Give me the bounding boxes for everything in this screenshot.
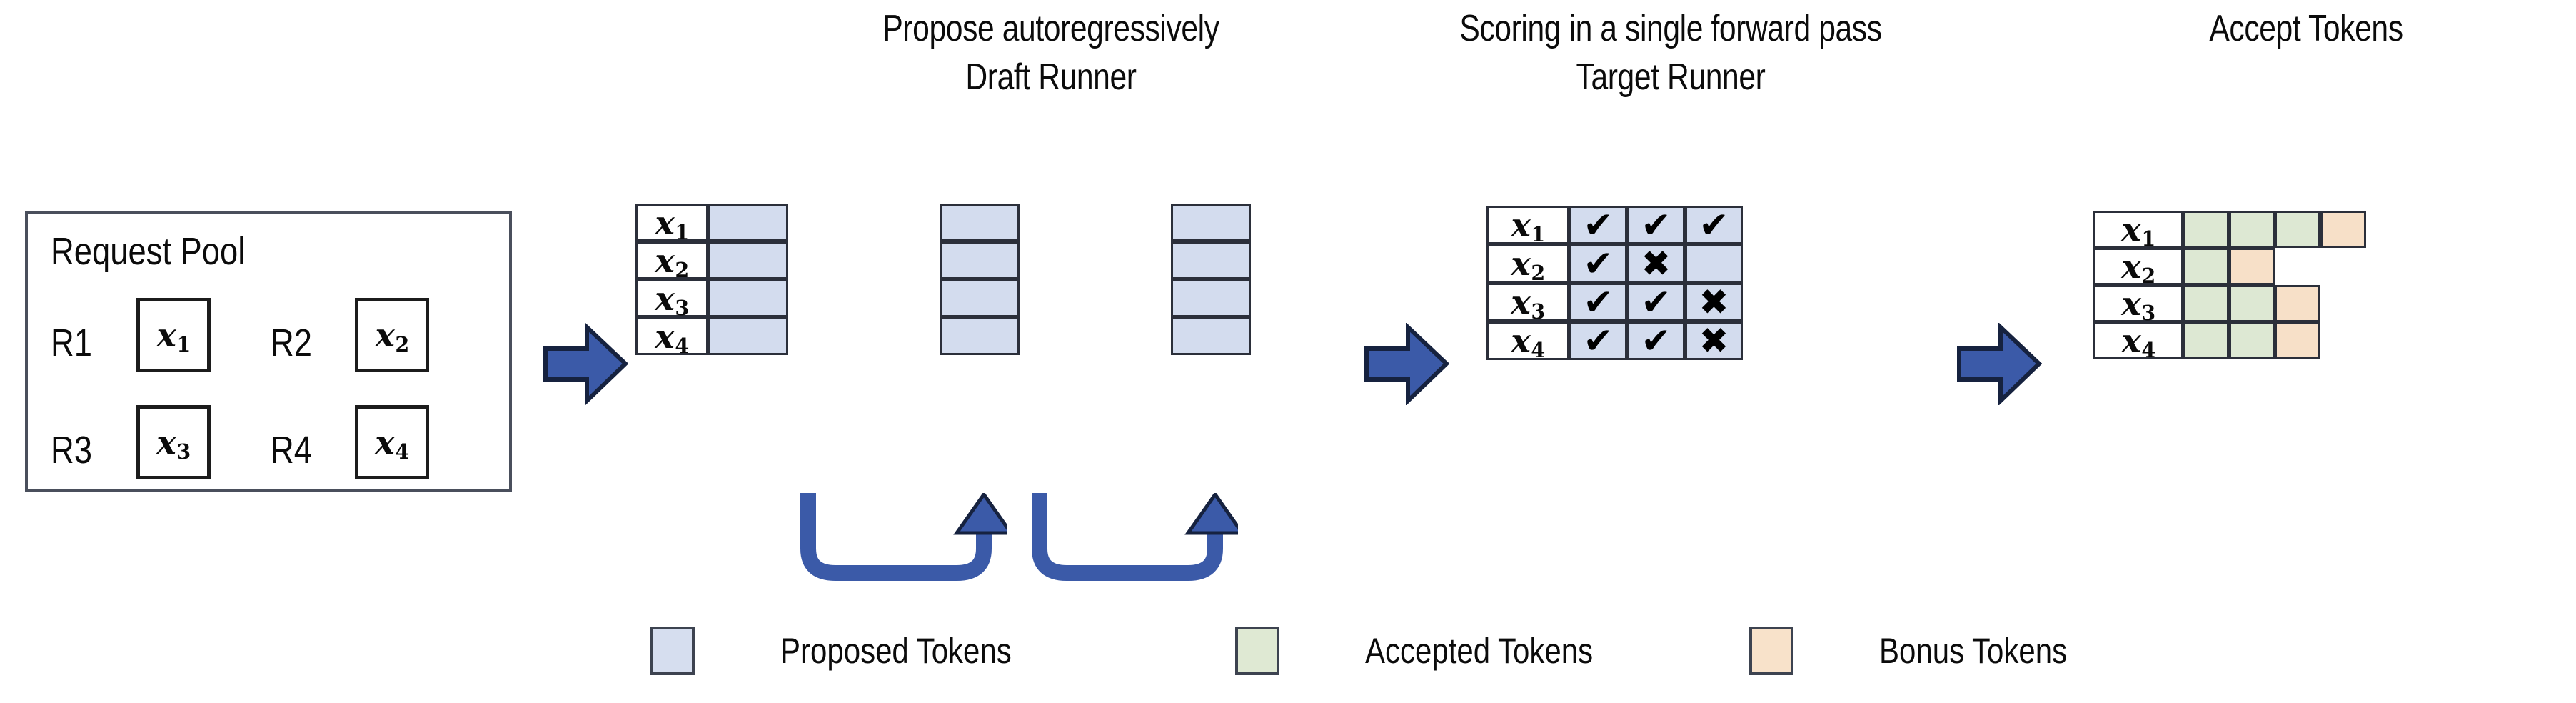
- token-symbol: x1: [2121, 210, 2156, 251]
- target-cell-r2-c1: [1569, 244, 1627, 283]
- draft-cell-s3-r4: [1171, 317, 1251, 355]
- target-row-label-4: x4: [1486, 321, 1569, 363]
- token-symbol: x4: [655, 316, 690, 358]
- draft-row-label-3: x3: [635, 279, 708, 320]
- heading-propose-autoregressively: Propose autoregressively: [882, 8, 1219, 49]
- loop-arrow-step2-to-step3: [1032, 493, 1238, 581]
- request-token-box-r3: x3: [136, 405, 211, 479]
- token-symbol: x4: [1511, 321, 1546, 363]
- flow-arrow-target-to-accept: [1957, 323, 2042, 405]
- flow-arrow-pool-to-draft: [543, 323, 628, 405]
- target-row-label-3: x3: [1486, 283, 1569, 324]
- accept-row-label-4: x4: [2093, 321, 2183, 363]
- legend-item-proposed: Proposed Tokens: [650, 627, 1055, 675]
- draft-cell-s1-r4: [708, 317, 788, 355]
- token-symbol: x4: [375, 423, 410, 464]
- accept-cell-r1-c3: [2275, 211, 2320, 248]
- token-symbol: x4: [2121, 321, 2156, 363]
- accept-cell-r4-c3: [2275, 322, 2320, 359]
- token-symbol: x1: [156, 316, 191, 357]
- draft-cell-s3-r1: [1171, 204, 1251, 241]
- target-cell-r1-c2: [1627, 206, 1685, 244]
- target-row-label-2: x2: [1486, 244, 1569, 286]
- legend-item-accepted: Accepted Tokens: [1235, 627, 1636, 675]
- draft-cell-s1-r2: [708, 241, 788, 279]
- token-symbol: x3: [1511, 283, 1546, 324]
- draft-row-label-2: x2: [635, 241, 708, 282]
- legend: Proposed Tokens Accepted Tokens Bonus To…: [0, 611, 2576, 697]
- accept-row-label-1: x1: [2093, 210, 2183, 251]
- request-pool-panel: Request Pool R1 x1 R2 x2 R3 x3 R4 x4: [25, 211, 512, 492]
- heading-accept-tokens: Accept Tokens: [2209, 8, 2403, 49]
- target-cell-r2-c3: [1685, 244, 1743, 283]
- request-token-box-r4: x4: [355, 405, 429, 479]
- request-label-r4: R4: [271, 429, 312, 472]
- token-symbol: x3: [2121, 284, 2156, 326]
- token-symbol: x2: [2121, 247, 2156, 289]
- heading-target-runner: Target Runner: [1576, 56, 1766, 98]
- request-label-r3: R3: [51, 429, 92, 472]
- request-pool-title: Request Pool: [51, 230, 246, 273]
- accept-cell-r3-c2: [2229, 285, 2275, 322]
- accept-cell-r4-c1: [2183, 322, 2229, 359]
- draft-row-label-1: x1: [635, 203, 708, 244]
- heading-scoring-single-forward-pass: Scoring in a single forward pass: [1459, 8, 1882, 49]
- target-cell-r1-c1: [1569, 206, 1627, 244]
- draft-cell-s2-r2: [940, 241, 1020, 279]
- request-label-r2: R2: [271, 321, 312, 364]
- draft-cell-s3-r3: [1171, 279, 1251, 317]
- request-label-r1: R1: [51, 321, 92, 364]
- legend-label-proposed: Proposed Tokens: [780, 631, 1012, 671]
- accept-cell-r4-c2: [2229, 322, 2275, 359]
- target-cell-r4-c2: [1627, 321, 1685, 360]
- legend-label-accepted: Accepted Tokens: [1365, 631, 1594, 671]
- token-symbol: x2: [1511, 244, 1546, 286]
- token-symbol: x3: [156, 423, 191, 464]
- legend-swatch-bonus-icon: [1749, 627, 1793, 675]
- accept-cell-r3-c3: [2275, 285, 2320, 322]
- token-symbol: x1: [1511, 206, 1546, 247]
- request-token-box-r1: x1: [136, 298, 211, 372]
- target-cell-r3-c3: [1685, 283, 1743, 321]
- draft-cell-s2-r1: [940, 204, 1020, 241]
- token-symbol: x1: [655, 203, 690, 244]
- request-token-box-r2: x2: [355, 298, 429, 372]
- accept-cell-r1-c4: [2320, 211, 2366, 248]
- accept-cell-r2-c2: [2229, 248, 2275, 285]
- draft-cell-s1-r1: [708, 204, 788, 241]
- heading-draft-runner: Draft Runner: [965, 56, 1137, 98]
- token-symbol: x2: [375, 316, 410, 357]
- flow-arrow-draft-to-target: [1364, 323, 1449, 405]
- accept-cell-r1-c1: [2183, 211, 2229, 248]
- draft-row-label-4: x4: [635, 316, 708, 358]
- accept-cell-r1-c2: [2229, 211, 2275, 248]
- legend-swatch-accepted-icon: [1235, 627, 1279, 675]
- legend-item-bonus: Bonus Tokens: [1749, 627, 2103, 675]
- draft-cell-s3-r2: [1171, 241, 1251, 279]
- token-symbol: x2: [655, 241, 690, 282]
- accept-row-label-2: x2: [2093, 247, 2183, 289]
- accept-row-label-3: x3: [2093, 284, 2183, 326]
- target-cell-r2-c2: [1627, 244, 1685, 283]
- target-cell-r4-c3: [1685, 321, 1743, 360]
- draft-cell-s2-r4: [940, 317, 1020, 355]
- token-symbol: x3: [655, 279, 690, 320]
- loop-arrow-step1-to-step2: [800, 493, 1007, 581]
- draft-cell-s2-r3: [940, 279, 1020, 317]
- target-cell-r3-c2: [1627, 283, 1685, 321]
- target-cell-r4-c1: [1569, 321, 1627, 360]
- legend-label-bonus: Bonus Tokens: [1879, 631, 2068, 671]
- target-row-label-1: x1: [1486, 206, 1569, 247]
- draft-cell-s1-r3: [708, 279, 788, 317]
- accept-cell-r3-c1: [2183, 285, 2229, 322]
- accept-cell-r2-c1: [2183, 248, 2229, 285]
- legend-swatch-proposed-icon: [650, 627, 695, 675]
- target-cell-r1-c3: [1685, 206, 1743, 244]
